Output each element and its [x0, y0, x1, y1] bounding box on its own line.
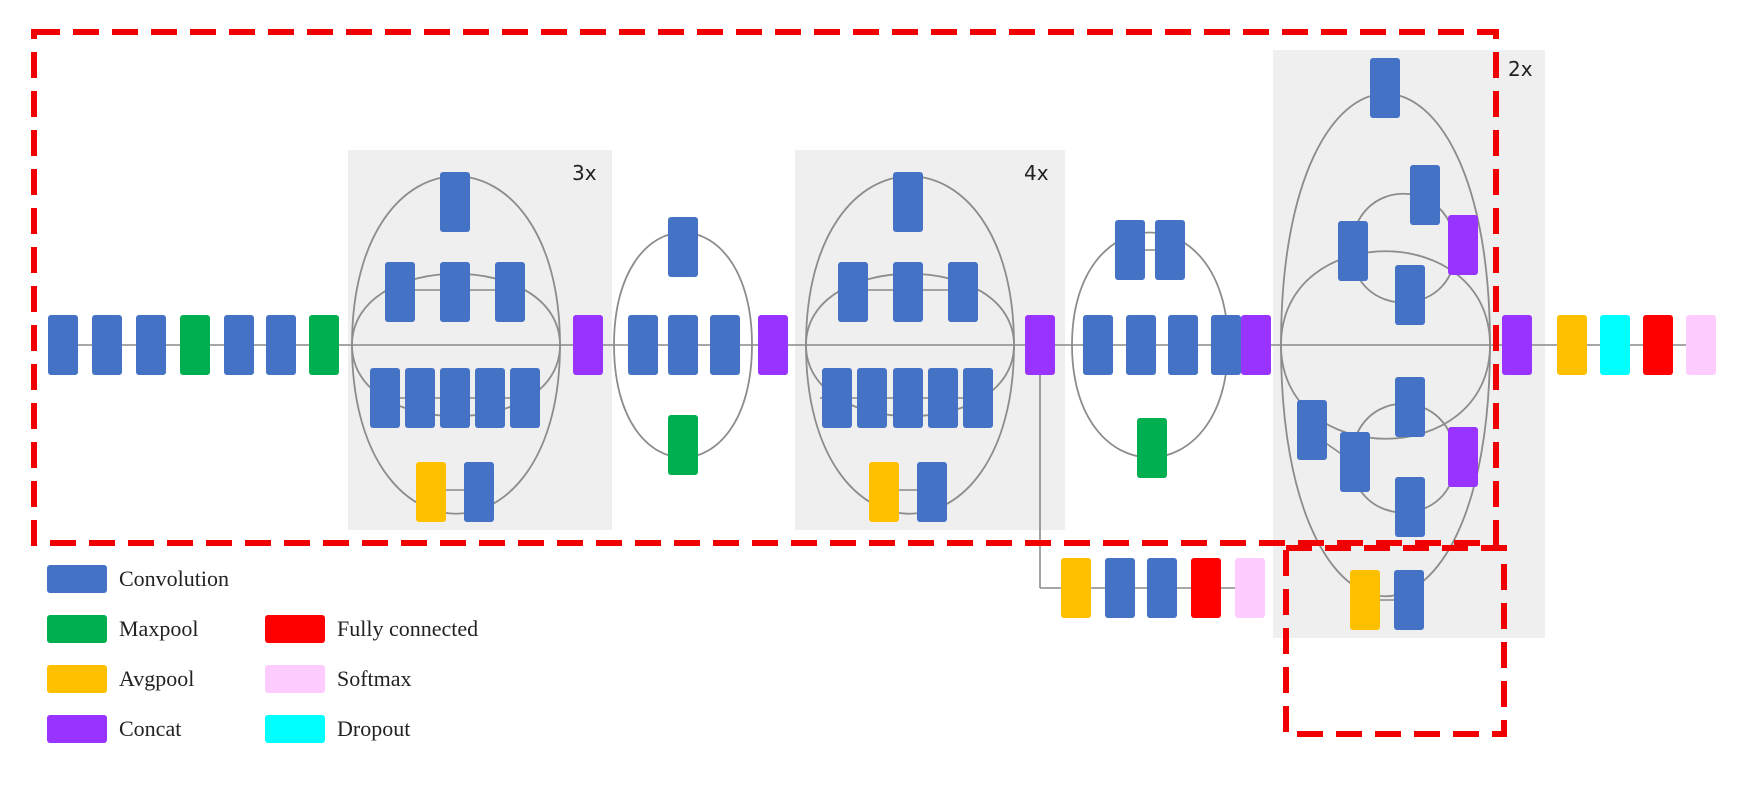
- convolution-block: [224, 315, 254, 375]
- convolution-block: [1211, 315, 1241, 375]
- convolution-block: [370, 368, 400, 428]
- convolution-block: [1394, 570, 1424, 630]
- convolution-block: [405, 368, 435, 428]
- convolution-block: [838, 262, 868, 322]
- convolution-block: [1340, 432, 1370, 492]
- legend-swatch-softmax: [265, 665, 325, 693]
- convolution-block: [1168, 315, 1198, 375]
- convolution-block: [266, 315, 296, 375]
- convolution-block: [510, 368, 540, 428]
- legend-label-fully-connected: Fully connected: [337, 616, 478, 641]
- maxpool-block: [180, 315, 210, 375]
- convolution-block: [1297, 400, 1327, 460]
- convolution-block: [92, 315, 122, 375]
- convolution-block: [1338, 221, 1368, 281]
- maxpool-block: [309, 315, 339, 375]
- legend-swatch-fully-connected: [265, 615, 325, 643]
- convolution-block: [48, 315, 78, 375]
- legend-label-convolution: Convolution: [119, 566, 229, 591]
- convolution-block: [464, 462, 494, 522]
- convolution-block: [1105, 558, 1135, 618]
- convolution-block: [495, 262, 525, 322]
- convolution-block: [1147, 558, 1177, 618]
- convolution-block: [822, 368, 852, 428]
- highlight-box-main: [31, 29, 1499, 546]
- convolution-block: [475, 368, 505, 428]
- concat-block: [573, 315, 603, 375]
- module-b-multiplier: 4x: [1024, 161, 1049, 185]
- legend-label-dropout: Dropout: [337, 716, 410, 741]
- avgpool-block: [1350, 570, 1380, 630]
- convolution-block: [1126, 315, 1156, 375]
- convolution-block: [385, 262, 415, 322]
- convolution-block: [893, 262, 923, 322]
- concat-block: [1241, 315, 1271, 375]
- module-a-multiplier: 3x: [572, 161, 597, 185]
- convolution-block: [1370, 58, 1400, 118]
- convolution-block: [1395, 265, 1425, 325]
- convolution-block: [857, 368, 887, 428]
- concat-block: [1025, 315, 1055, 375]
- concat-block: [1448, 427, 1478, 487]
- convolution-block: [668, 217, 698, 277]
- convolution-block: [928, 368, 958, 428]
- convolution-block: [1395, 377, 1425, 437]
- avgpool-block: [869, 462, 899, 522]
- convolution-block: [440, 368, 470, 428]
- avgpool-block: [1557, 315, 1587, 375]
- legend-label-maxpool: Maxpool: [119, 616, 198, 641]
- highlight-box-lower: [1283, 545, 1507, 737]
- legend-label-softmax: Softmax: [337, 666, 412, 691]
- avgpool-block: [416, 462, 446, 522]
- avgpool-block: [1061, 558, 1091, 618]
- convolution-block: [440, 262, 470, 322]
- maxpool-block: [1137, 418, 1167, 478]
- dropout-block: [1600, 315, 1630, 375]
- legend-label-avgpool: Avgpool: [119, 666, 194, 691]
- convolution-block: [628, 315, 658, 375]
- convolution-block: [668, 315, 698, 375]
- convolution-block: [440, 172, 470, 232]
- convolution-block: [893, 172, 923, 232]
- convolution-block: [136, 315, 166, 375]
- fully-connected-block: [1191, 558, 1221, 618]
- legend-swatch-avgpool: [47, 665, 107, 693]
- convolution-block: [917, 462, 947, 522]
- convolution-block: [1410, 165, 1440, 225]
- legend-swatch-concat: [47, 715, 107, 743]
- convolution-block: [710, 315, 740, 375]
- convolution-block: [1115, 220, 1145, 280]
- maxpool-block: [668, 415, 698, 475]
- fully-connected-block: [1643, 315, 1673, 375]
- concat-block: [1448, 215, 1478, 275]
- concat-block: [758, 315, 788, 375]
- convolution-block: [1083, 315, 1113, 375]
- softmax-block: [1686, 315, 1716, 375]
- convolution-block: [948, 262, 978, 322]
- convolution-block: [963, 368, 993, 428]
- legend-swatch-maxpool: [47, 615, 107, 643]
- module-c-multiplier: 2x: [1508, 57, 1533, 81]
- concat-block: [1502, 315, 1532, 375]
- legend-swatch-convolution: [47, 565, 107, 593]
- convolution-block: [1155, 220, 1185, 280]
- softmax-block: [1235, 558, 1265, 618]
- convolution-block: [1395, 477, 1425, 537]
- legend-swatch-dropout: [265, 715, 325, 743]
- convolution-block: [893, 368, 923, 428]
- legend-label-concat: Concat: [119, 716, 181, 741]
